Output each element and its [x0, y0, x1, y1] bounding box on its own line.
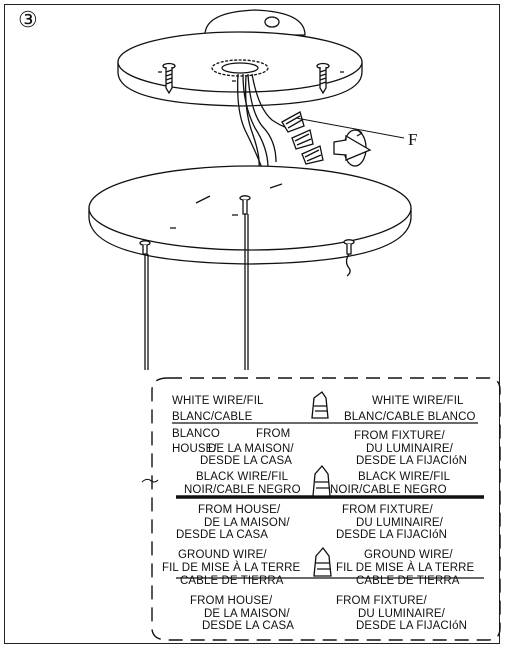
ground-from-house-label-2: DE LA MAISON/ [204, 608, 290, 620]
white-wire-nut [311, 391, 329, 419]
white-from-fixture-label: FROM FIXTURE/ [354, 430, 445, 442]
white-house-wire-label-3: BLANCO [172, 428, 220, 440]
ground-from-house-label: FROM HOUSE/ [190, 595, 273, 607]
ground-fixture-wire-label-2: FIL DE MISE À LA TERRE [336, 562, 475, 574]
mounting-screw-left [162, 62, 176, 95]
black-fixture-wire-label-2: NOIR/CABLE NEGRO [330, 484, 447, 496]
white-from-house-label-4: DESDE LA CASA [200, 455, 293, 467]
white-from-house-label: FROM [256, 428, 291, 440]
white-from-house-label-2: HOUSE/ [172, 443, 217, 455]
ground-fixture-wire-label: GROUND WIRE/ [364, 549, 453, 561]
ground-house-wire-label-2: FIL DE MISE À LA TERRE [162, 562, 301, 574]
black-from-house-label-3: DESDE LA CASA [176, 529, 269, 541]
junction-box [204, 9, 306, 36]
diagram-frame [4, 4, 500, 644]
white-house-wire-label: WHITE WIRE/FIL [172, 395, 264, 407]
ground-fixture-wire-label-3: CABLE DE TIERRA [356, 575, 460, 587]
suspension-cable-center [239, 195, 251, 370]
black-from-fixture-label: FROM FIXTURE/ [342, 504, 433, 516]
black-from-house-label: FROM HOUSE/ [198, 504, 281, 516]
junction-box-hole [264, 16, 280, 28]
ground-from-house-label-3: DESDE LA CASA [202, 620, 295, 632]
white-house-wire-label-2: BLANC/CABLE [172, 411, 253, 423]
black-from-fixture-label-2: DU LUMINAIRE/ [356, 517, 443, 529]
ground-house-wire-label-3: CABLE DE TIERRA [180, 575, 284, 587]
black-house-wire-label-2: NOIR/CABLE NEGRO [184, 484, 301, 496]
twist-arrow-icon [333, 129, 372, 167]
ground-house-wire-label: GROUND WIRE/ [178, 549, 267, 561]
ground-from-fixture-label-3: DESDE LA FIJACIóN [356, 620, 467, 632]
black-from-fixture-label-3: DESDE LA FIJACIóN [336, 529, 447, 541]
ground-wire-nut [313, 546, 332, 577]
white-fixture-wire-label: WHITE WIRE/FIL [372, 395, 464, 407]
suspension-cable-left [139, 240, 151, 370]
black-from-house-label-2: DE LA MAISON/ [204, 517, 290, 529]
ground-from-fixture-label: FROM FIXTURE/ [336, 595, 427, 607]
wire-connector [281, 111, 305, 133]
black-house-wire-label: BLACK WIRE/FIL [196, 471, 289, 483]
house-wires [237, 73, 263, 169]
ground-from-fixture-label-2: DU LUMINAIRE/ [358, 608, 445, 620]
black-wire-nut [312, 464, 331, 497]
suspension-cable-right [343, 239, 355, 277]
step-number: ③ [18, 8, 38, 33]
white-from-fixture-label-3: DESDE LA FIJACIóN [356, 455, 467, 467]
white-from-house-label-3: DE LA MAISON/ [208, 443, 294, 455]
white-fixture-wire-label-2: BLANC/CABLE BLANCO [344, 411, 476, 423]
mounting-screw-right [316, 62, 330, 95]
black-fixture-wire-label: BLACK WIRE/FIL [358, 471, 451, 483]
fixture-canopy [88, 165, 412, 251]
callout-label-f: F [408, 130, 418, 149]
callout-leader [295, 117, 405, 139]
white-from-fixture-label-2: DU LUMINAIRE/ [366, 443, 453, 455]
detail-frame [151, 377, 501, 641]
